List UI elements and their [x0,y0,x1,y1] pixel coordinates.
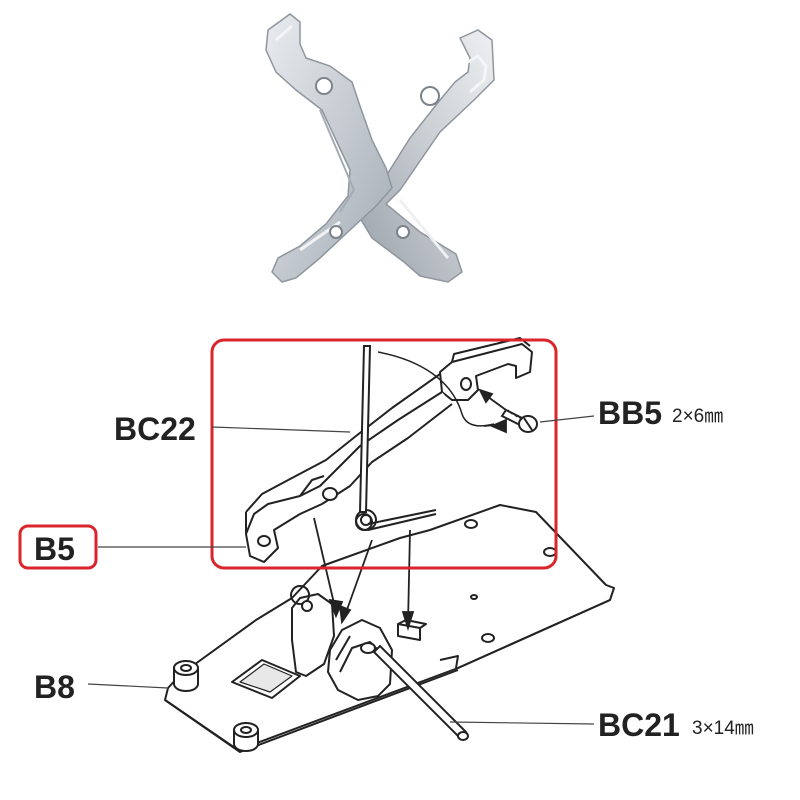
highlight-box-b5-label [18,524,98,570]
label-bc22: BC22 [114,411,196,447]
label-b8: B8 [34,669,75,705]
screw-icon [500,408,538,433]
pin-icon [372,644,469,741]
assembly-arrows [313,388,507,632]
wire-bc22 [358,345,495,531]
label-bc21: BC21 [598,707,680,743]
leader-lines [87,415,595,725]
metal-arm-left [265,13,393,283]
chassis-plate-b8 [164,504,615,753]
label-bb5-size: 2×6㎜ [672,406,723,427]
highlight-box-assembly [210,338,558,570]
metal-arm-right [359,29,495,283]
label-bc21-size: 3×14㎜ [692,718,754,739]
label-bb5: BB5 [598,395,662,431]
label-b5: B5 [34,531,75,567]
product-photo [265,13,495,283]
lever-arm-b5 [245,337,533,563]
